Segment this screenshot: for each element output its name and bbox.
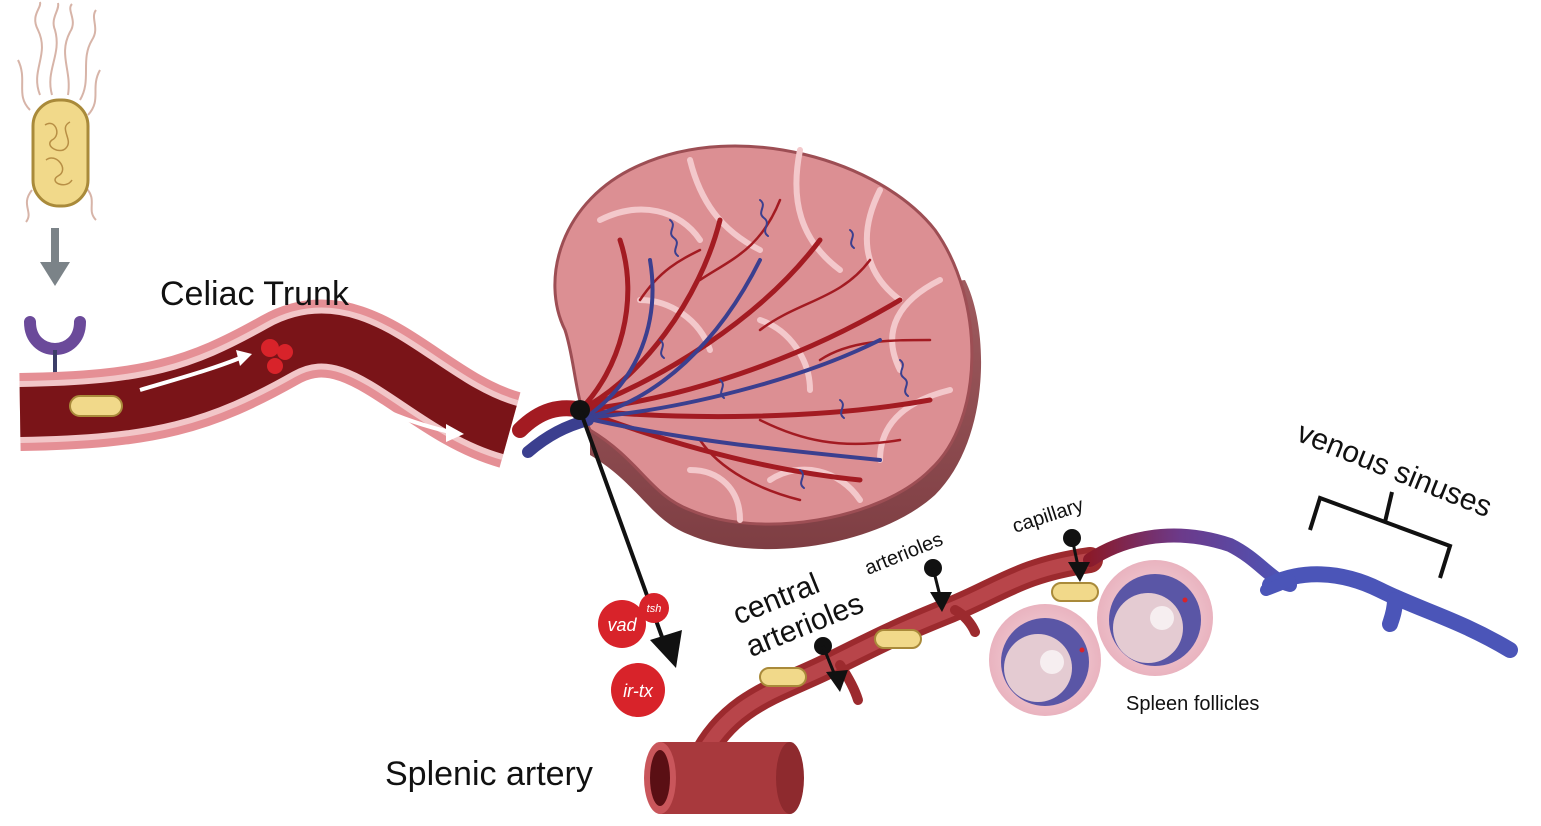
pin-capillary <box>1063 529 1090 582</box>
toxin-tsh: tsh <box>639 593 669 623</box>
toxin-irtx-label: ir-tx <box>623 681 654 701</box>
spleen-follicle <box>1097 560 1213 676</box>
splenic-artery-cylinder <box>644 742 804 814</box>
bacterium-body <box>31 98 90 208</box>
bacterium-central-arteriole <box>759 667 807 687</box>
pin-arterioles <box>924 559 952 612</box>
splenic-artery-tree <box>644 528 1518 814</box>
toxin-cluster <box>261 339 293 374</box>
bacterium-capillary <box>1051 582 1099 602</box>
bacterium-with-flagella <box>17 1 101 223</box>
pin-central-arterioles <box>814 637 848 692</box>
label-splenic-artery: Splenic artery <box>385 755 593 793</box>
label-venous-sinuses: venous sinuses <box>1292 416 1496 524</box>
down-arrow-icon <box>40 228 70 286</box>
venous-sinuses-bracket <box>1308 491 1453 579</box>
bacterium-arteriole <box>874 629 922 649</box>
toxin-tsh-label: tsh <box>647 603 662 615</box>
toxin-irtx: ir-tx <box>611 663 665 717</box>
label-spleen-follicles: Spleen follicles <box>1126 693 1259 715</box>
spleen-follicle <box>989 604 1101 716</box>
flow-arrow-icon <box>139 350 252 392</box>
toxin-vad: vad <box>598 600 646 648</box>
spleen <box>512 144 982 550</box>
bacterium-in-vessel <box>69 395 123 417</box>
celiac-trunk-vessel <box>19 299 522 468</box>
flow-arrow-icon <box>359 396 464 442</box>
label-celiac-trunk: Celiac Trunk <box>160 275 350 313</box>
flagella <box>17 1 101 223</box>
toxin-vad-label: vad <box>607 615 637 635</box>
